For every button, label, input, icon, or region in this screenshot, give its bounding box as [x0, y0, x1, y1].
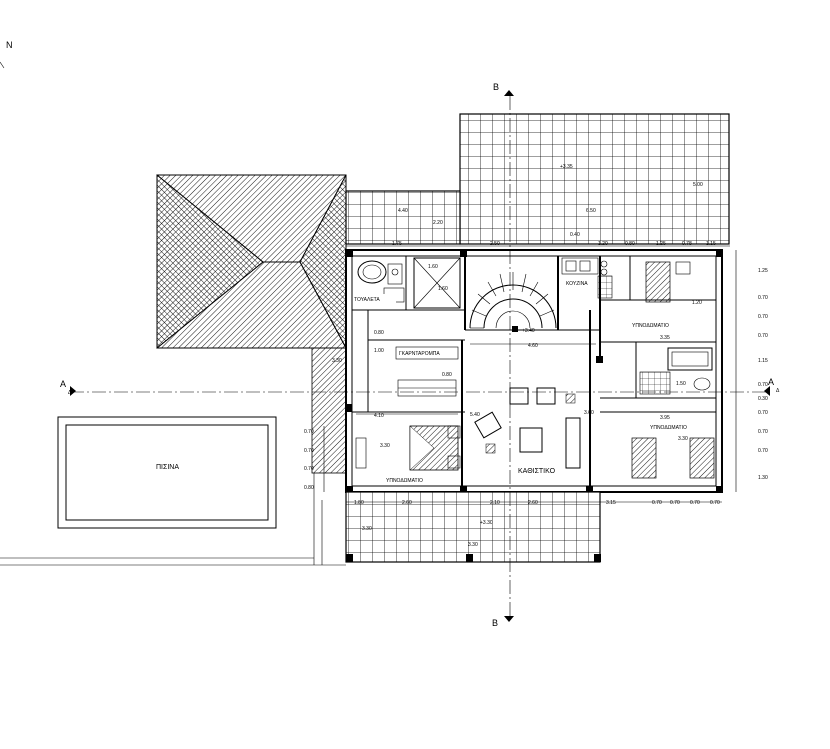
dim-bottom-8: 0.70 — [710, 500, 720, 506]
north-mark-label: N — [6, 40, 13, 50]
dim-right-9: 0.70 — [758, 448, 768, 454]
dim-inner-15: 3.30 — [332, 358, 342, 364]
bedroom-left: ΥΠΝΟΔΩΜΑΤΙΟ 3.30 4.10 — [355, 413, 461, 484]
bedroom-right-top: ΥΠΝΟΔΩΜΑΤΙΟ 3.35 1.20 — [632, 261, 702, 341]
dim-top-3: 1.20 — [598, 241, 608, 247]
dim-inner-7: 3.30 — [380, 443, 390, 449]
dim-bottom-7: 0.70 — [690, 500, 700, 506]
bathroom-right: 1.50 — [639, 347, 713, 395]
room-label-wc: ΤΟΥΑΛΕΤΑ — [354, 297, 380, 303]
dim-inner-6: 4.10 — [374, 413, 384, 419]
section-b-top: Β — [493, 82, 499, 92]
dim-inner-21: 3.30 — [362, 526, 372, 532]
section-line-a: Α Δ Α Δ — [60, 377, 780, 396]
dim-top-2: 0.40 — [570, 232, 580, 238]
right-dimension-column: 1.25 0.70 0.70 0.70 1.15 0.70 0.30 0.70 … — [735, 250, 768, 492]
top-dimension-row: 1.75 2.50 0.40 1.20 0.80 1.25 0.78 1.15 — [346, 232, 730, 247]
room-label-pool: ΠΙΣΙΝΑ — [156, 464, 179, 471]
dim-bottom-1: 2.60 — [402, 500, 412, 506]
dim-right-0: 1.25 — [758, 268, 768, 274]
dim-roof-d: 5.00 — [693, 182, 703, 188]
dim-top-7: 1.15 — [706, 241, 716, 247]
bottom-dimension-row: 1.80 2.60 2.10 2.60 3.15 0.70 0.70 0.70 … — [346, 500, 722, 506]
dim-bottom-5: 0.70 — [652, 500, 662, 506]
dim-inner-1: 1.60 — [438, 286, 448, 292]
room-label-bedroom-right-bottom: ΥΠΝΟΔΩΜΑΤΙΟ — [650, 425, 687, 431]
dim-inner-13: 1.50 — [676, 381, 686, 387]
section-line-b: Β Β — [492, 82, 514, 628]
shower-shaft: 1.60 1.60 — [413, 257, 461, 309]
dim-right-4: 1.15 — [758, 358, 768, 364]
dim-inner-11: 3.95 — [660, 415, 670, 421]
dim-right-10: 1.30 — [758, 475, 768, 481]
dim-inner-3: 1.00 — [374, 348, 384, 354]
dim-top-5: 1.25 — [656, 241, 666, 247]
room-label-bedroom-right-top: ΥΠΝΟΔΩΜΑΤΙΟ — [632, 323, 669, 329]
dim-inner-14: 1.20 — [692, 300, 702, 306]
left-dimension-column: 0.70 0.70 0.70 0.80 3.30 1.00 0.80 — [304, 330, 384, 492]
dim-left-1: 0.70 — [304, 448, 314, 454]
dim-bottom-0: 1.80 — [354, 500, 364, 506]
dim-right-3: 0.70 — [758, 333, 768, 339]
dim-left-0: 0.70 — [304, 429, 314, 435]
dim-inner-0: 1.60 — [428, 264, 438, 270]
level-roof-terrace: +3.35 — [560, 164, 573, 170]
pool: ΠΙΣΙΝΑ — [57, 416, 277, 529]
room-label-wardrobe: ΓΚΑΡΝΤΑΡΟΜΠΑ — [399, 351, 440, 357]
living-room: ΚΑΘΙΣΤΙΚΟ 4.60 5.40 3.60 — [470, 343, 596, 475]
dim-inner-5: 0.80 — [442, 372, 452, 378]
dim-inner-8: 5.40 — [470, 412, 480, 418]
dim-inner-22: 3.30 — [468, 542, 478, 548]
dim-right-5: 0.70 — [758, 382, 768, 388]
dim-bottom-2: 2.10 — [490, 500, 500, 506]
section-b-bottom: Β — [492, 618, 498, 628]
dim-bottom-4: 3.15 — [606, 500, 616, 506]
dim-roof-b: 2.20 — [433, 220, 443, 226]
hipped-roof — [156, 174, 347, 474]
balcony: +3.30 3.30 3.30 — [345, 491, 601, 563]
kitchen: ΚΟΥΖΙΝΑ — [561, 257, 613, 299]
dim-bottom-6: 0.70 — [670, 500, 680, 506]
dim-inner-9: 3.60 — [584, 410, 594, 416]
dim-inner-2: 0.80 — [374, 330, 384, 336]
roof-terrace: +3.35 4.40 2.20 6.50 5.00 — [345, 113, 730, 245]
room-label-bedroom-left: ΥΠΝΟΔΩΜΑΤΙΟ — [386, 478, 423, 484]
dim-inner-12: 3.30 — [678, 436, 688, 442]
dim-right-1: 0.70 — [758, 295, 768, 301]
wc-room: ΤΟΥΑΛΕΤΑ — [354, 260, 405, 303]
bedroom-right-bottom: ΥΠΝΟΔΩΜΑΤΙΟ 3.95 3.30 — [631, 415, 715, 479]
dim-inner-4: 4.60 — [528, 343, 538, 349]
dim-right-6: 0.30 — [758, 396, 768, 402]
section-a-left: Α — [60, 379, 66, 389]
dim-roof-c: 6.50 — [586, 208, 596, 214]
dim-right-7: 0.70 — [758, 410, 768, 416]
room-label-kitchen: ΚΟΥΖΙΝΑ — [566, 281, 588, 287]
level-balcony: +3.30 — [480, 520, 493, 526]
dim-right-2: 0.70 — [758, 314, 768, 320]
section-a-right: Α — [768, 377, 774, 387]
dim-left-3: 0.80 — [304, 485, 314, 491]
dim-left-2: 0.70 — [304, 466, 314, 472]
north-arrow-icon: N — [0, 40, 13, 69]
spiral-staircase-icon: +3.40 — [469, 272, 557, 334]
site-boundary — [0, 473, 346, 566]
dim-top-4: 0.80 — [625, 241, 635, 247]
dim-roof-a: 4.40 — [398, 208, 408, 214]
dim-top-6: 0.78 — [682, 241, 692, 247]
wardrobe-room: ΓΚΑΡΝΤΑΡΟΜΠΑ 0.80 — [395, 346, 459, 397]
level-stair: +3.40 — [522, 328, 535, 334]
dim-inner-10: 3.35 — [660, 335, 670, 341]
dim-top-0: 1.75 — [392, 241, 402, 247]
dim-top-1: 2.50 — [490, 241, 500, 247]
dim-right-8: 0.70 — [758, 429, 768, 435]
dim-bottom-3: 2.60 — [528, 500, 538, 506]
section-a-right-sub: Δ — [776, 388, 780, 394]
room-label-living: ΚΑΘΙΣΤΙΚΟ — [518, 468, 556, 475]
